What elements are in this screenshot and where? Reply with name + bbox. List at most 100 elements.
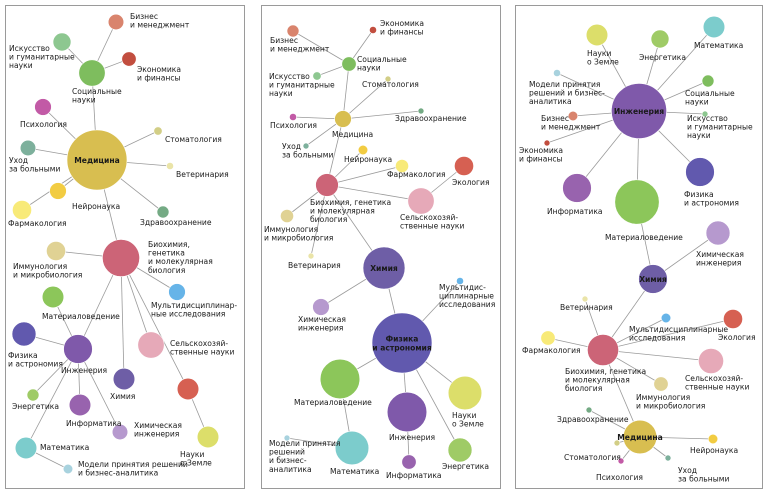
node-cen[interactable]: [111, 423, 129, 441]
node-bio[interactable]: [102, 239, 140, 277]
node-hea[interactable]: [417, 107, 425, 115]
node-phy[interactable]: [371, 312, 433, 374]
node-soc[interactable]: [701, 74, 715, 88]
node-hum[interactable]: [701, 110, 709, 118]
node-mth[interactable]: [14, 436, 38, 460]
node-dec[interactable]: [283, 434, 291, 442]
node-label-hea: Здравоохранение: [140, 218, 212, 227]
node-mat[interactable]: [319, 358, 361, 400]
node-bus[interactable]: [567, 110, 579, 122]
node-pha[interactable]: [12, 200, 32, 220]
node-bus[interactable]: [286, 24, 300, 38]
node-ecl[interactable]: [176, 377, 200, 401]
node-phy[interactable]: [11, 321, 37, 347]
node-hea[interactable]: [156, 205, 170, 219]
node-ecl[interactable]: [723, 309, 743, 329]
node-eng[interactable]: [611, 83, 667, 139]
node-che[interactable]: [112, 367, 136, 391]
node-dec[interactable]: [62, 463, 74, 475]
node-pha[interactable]: [395, 159, 409, 173]
node-mat[interactable]: [614, 179, 660, 225]
node-agr[interactable]: [137, 331, 165, 359]
node-soc[interactable]: [78, 59, 106, 87]
node-den[interactable]: [384, 75, 392, 83]
node-che[interactable]: [638, 264, 668, 294]
node-eng[interactable]: [63, 334, 93, 364]
node-label-psy: Психология: [596, 473, 643, 482]
node-den[interactable]: [613, 439, 621, 447]
edge-soc-bus: [292, 30, 350, 65]
node-neu[interactable]: [357, 144, 369, 156]
node-psy[interactable]: [34, 98, 52, 116]
node-med[interactable]: [66, 129, 128, 191]
node-psy[interactable]: [617, 457, 625, 465]
node-neu[interactable]: [49, 182, 67, 200]
edge-bio-ecl: [602, 318, 734, 351]
node-dec[interactable]: [553, 69, 561, 77]
node-label-mat: Материаловедение: [42, 312, 120, 321]
node-psy[interactable]: [289, 113, 297, 121]
node-ene[interactable]: [650, 29, 670, 49]
node-nur[interactable]: [664, 454, 672, 462]
node-nur[interactable]: [302, 142, 310, 150]
node-den[interactable]: [153, 126, 163, 136]
node-eng[interactable]: [386, 391, 428, 433]
node-hum[interactable]: [312, 71, 322, 81]
node-hea[interactable]: [585, 406, 593, 414]
node-med[interactable]: [622, 419, 658, 455]
node-soc[interactable]: [341, 56, 357, 72]
node-bio[interactable]: [587, 334, 619, 366]
node-label-vet: Ветеринария: [176, 170, 229, 179]
node-inf[interactable]: [68, 393, 92, 417]
node-bus[interactable]: [107, 13, 125, 31]
node-eco[interactable]: [543, 139, 551, 147]
node-cen[interactable]: [312, 298, 330, 316]
node-bio[interactable]: [315, 173, 339, 197]
node-imm[interactable]: [653, 376, 669, 392]
node-ear[interactable]: [196, 425, 220, 449]
node-label-pha: Фармакология: [387, 170, 446, 179]
node-imm[interactable]: [46, 241, 66, 261]
node-phy[interactable]: [685, 157, 715, 187]
node-ear[interactable]: [585, 23, 609, 47]
node-neu[interactable]: [707, 433, 719, 445]
node-mul[interactable]: [660, 312, 672, 324]
node-hum[interactable]: [52, 32, 72, 52]
node-inf[interactable]: [401, 454, 417, 470]
node-mat[interactable]: [41, 285, 65, 309]
node-mul[interactable]: [168, 283, 186, 301]
node-vet[interactable]: [166, 162, 174, 170]
node-eco[interactable]: [369, 26, 377, 34]
node-ecl[interactable]: [454, 156, 474, 176]
node-label-eng: Инженерия: [389, 433, 435, 442]
node-mth[interactable]: [702, 15, 726, 39]
node-nur[interactable]: [19, 139, 37, 157]
node-ene[interactable]: [447, 437, 473, 463]
node-imm[interactable]: [280, 209, 294, 223]
edge-soc-med: [342, 63, 350, 120]
node-mul[interactable]: [456, 277, 464, 285]
node-vet[interactable]: [307, 252, 315, 260]
node-agr[interactable]: [407, 187, 435, 215]
node-eco[interactable]: [121, 51, 137, 67]
node-med[interactable]: [334, 110, 352, 128]
node-pha[interactable]: [540, 330, 556, 346]
node-che[interactable]: [362, 246, 406, 290]
node-cen[interactable]: [705, 220, 731, 246]
node-ear[interactable]: [447, 375, 483, 411]
node-inf[interactable]: [562, 173, 592, 203]
node-mth[interactable]: [334, 430, 370, 466]
node-vet[interactable]: [581, 295, 589, 303]
node-agr[interactable]: [698, 348, 724, 374]
node-label-mat: Материаловедение: [605, 233, 683, 242]
node-ene[interactable]: [26, 388, 40, 402]
